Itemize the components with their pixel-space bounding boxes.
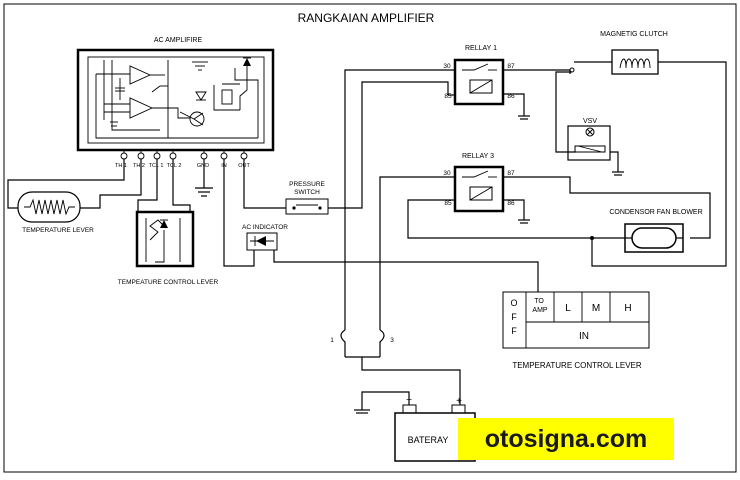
ac-indicator-label: AC INDICATOR <box>242 224 288 231</box>
amplifier-box <box>76 48 275 152</box>
diagram-frame <box>3 3 737 473</box>
pin-label-th2: TH 2 <box>133 163 145 169</box>
panel-speed-high: H <box>624 303 631 314</box>
relay-1-label: RELLAY 1 <box>465 45 497 52</box>
condenser-fan-label: CONDENSOR FAN BLOWER <box>609 209 702 216</box>
pin-out <box>240 152 248 160</box>
pin-label-th1: TH 1 <box>115 163 127 169</box>
condenser-fan-blower: CONDENSOR FAN BLOWER <box>590 209 703 253</box>
watermark: otosigna.com <box>458 418 674 460</box>
relay-3-pin-87: 87 <box>507 170 515 177</box>
relay-1-pin-85: 85 <box>444 93 452 100</box>
pin-th2 <box>137 152 145 160</box>
pin-in <box>220 152 228 160</box>
relay-1-pin-87: 87 <box>507 63 515 70</box>
battery-label: BATERAY <box>408 435 449 445</box>
watermark-background <box>458 418 674 460</box>
junction-label-1: 1 <box>330 337 334 344</box>
pin-tcl1 <box>153 152 161 160</box>
relay-3-pin-86: 86 <box>507 200 515 207</box>
pin-th1 <box>120 152 128 160</box>
pressure-switch: PRESSURE SWITCH <box>243 81 449 215</box>
temperature-control-panel: O F F TO AMP L M H IN TEMPERATURE CONTRO… <box>502 291 650 370</box>
panel-caption: TEMPERATURE CONTROL LEVER <box>512 361 642 370</box>
panel-off-f1: F <box>511 312 517 322</box>
amplifier-pins: TH 1 TH 2 TCL 1 TCL 2 GND IN OUT <box>115 152 250 169</box>
relay-3-pin-30: 30 <box>443 170 451 177</box>
pin-gnd <box>200 152 208 160</box>
diagram-title: RANGKAIAN AMPLIFIER <box>298 11 435 25</box>
pin-tcl2 <box>169 152 177 160</box>
panel-in-label: IN <box>579 331 589 342</box>
junction-label-3: 3 <box>390 337 394 344</box>
temperature-lever-thermistor: TEMPERATURE LEVER <box>7 159 142 234</box>
pin-label-tcl2: TCL 2 <box>167 163 182 169</box>
magnetic-clutch: MAGNETIG CLUTCH <box>555 31 727 267</box>
ac-amplifier: AC AMPLIFIRE <box>76 37 275 169</box>
vsv: VSV <box>567 118 624 176</box>
panel-off-f2: F <box>511 326 517 336</box>
relay-3-pin-85: 85 <box>444 200 452 207</box>
ac-indicator: AC INDICATOR <box>223 159 539 292</box>
magnetic-clutch-label: MAGNETIG CLUTCH <box>600 31 668 38</box>
junction-1-3: 1 3 <box>330 329 461 405</box>
relay-3-label: RELLAY 3 <box>462 153 494 160</box>
temperature-lever-label: TEMPERATURE LEVER <box>22 227 94 234</box>
panel-speed-low: L <box>565 303 571 314</box>
relay-1-pin-86: 86 <box>507 93 515 100</box>
pin-label-tcl1: TCL 1 <box>149 163 164 169</box>
battery-plus: + <box>456 396 462 407</box>
temp-control-lever-label: TEMPEATURE CONTROL LEVER <box>118 279 219 286</box>
pressure-switch-label-1: PRESSURE <box>289 181 325 188</box>
panel-speed-mid: M <box>592 303 600 314</box>
relay-1: RELLAY 1 30 87 85 86 <box>344 45 571 330</box>
pin-label-gnd: GND <box>197 163 209 169</box>
ground-symbol-amplifier <box>195 159 213 197</box>
battery: − + BATERAY <box>354 391 476 462</box>
amplifier-internal-circuit <box>87 56 265 144</box>
panel-off-o: O <box>510 298 517 308</box>
relay-1-pin-30: 30 <box>443 63 451 70</box>
vsv-label: VSV <box>583 118 597 125</box>
battery-minus: − <box>406 395 412 406</box>
panel-to-label: TO <box>534 298 544 305</box>
relay-3: RELLAY 3 30 87 85 86 <box>379 153 711 330</box>
temp-control-lever-potentiometer: TEMPEATURE CONTROL LEVER <box>118 159 219 286</box>
pressure-switch-label-2: SWITCH <box>294 189 320 196</box>
amplifier-label: AC AMPLIFIRE <box>154 37 203 44</box>
watermark-text: otosigna.com <box>485 425 648 453</box>
panel-amp-label: AMP <box>532 307 548 314</box>
